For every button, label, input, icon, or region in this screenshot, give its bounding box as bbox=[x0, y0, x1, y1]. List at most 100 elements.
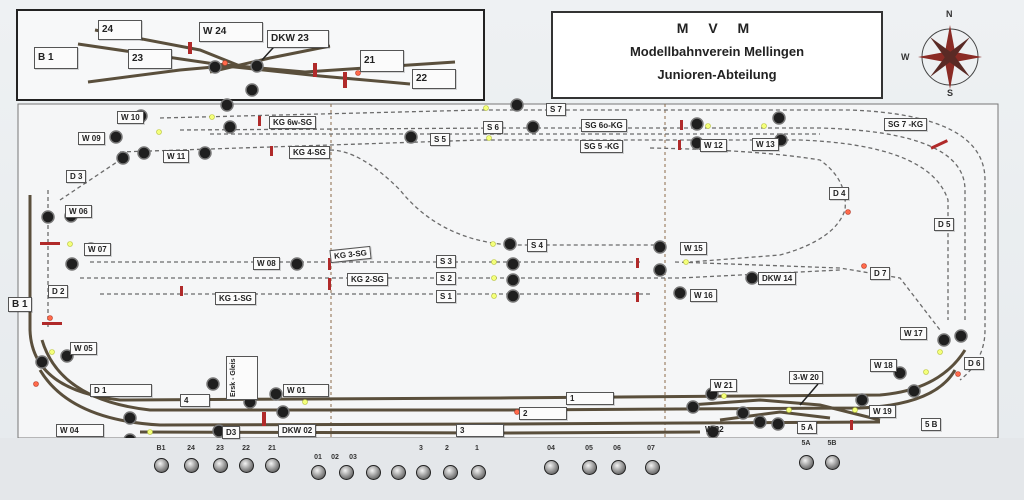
toggle-switch-5b[interactable] bbox=[825, 455, 840, 470]
label-w13: W 13 bbox=[752, 138, 779, 151]
label-w21: W 21 bbox=[710, 379, 737, 392]
label-sg6o-kg: SG 6o-KG bbox=[581, 119, 627, 132]
compass-west-label: W bbox=[901, 52, 910, 62]
toggle-switch-1[interactable] bbox=[471, 465, 486, 480]
label-23: 23 bbox=[128, 49, 172, 69]
compass-rose bbox=[918, 25, 982, 89]
label-b1: B 1 bbox=[8, 297, 32, 312]
label-w20: 3-W 20 bbox=[789, 371, 823, 384]
label-w16: W 16 bbox=[690, 289, 717, 302]
toggle-switch-02[interactable] bbox=[339, 465, 354, 480]
compass-south-label: S bbox=[947, 88, 954, 98]
label-dkw23: DKW 23 bbox=[267, 30, 329, 48]
label-dkw14: DKW 14 bbox=[758, 272, 797, 285]
knob-label-22: 22 bbox=[242, 445, 250, 452]
knob-label-5b: 5B bbox=[827, 440, 837, 447]
label-w06: W 06 bbox=[65, 205, 92, 218]
label-s5: S 5 bbox=[430, 133, 451, 146]
label-sg5-kg: SG 5 -KG bbox=[580, 140, 624, 153]
knob-label-01: 01 bbox=[314, 454, 322, 461]
label-d6: D 6 bbox=[964, 357, 985, 370]
knob-label-5a: 5A bbox=[801, 440, 811, 447]
label-w07: W 07 bbox=[84, 243, 111, 256]
label-d3: D 3 bbox=[66, 170, 87, 183]
knob-label-3: 3 bbox=[419, 445, 423, 452]
knob-label-21: 21 bbox=[268, 445, 276, 452]
label-21: 21 bbox=[360, 50, 404, 72]
label-5a: 5 A bbox=[797, 421, 818, 434]
label-kg4-sg: KG 4-SG bbox=[289, 146, 330, 159]
club-title-box: M V M Modellbahnverein Mellingen Juniore… bbox=[551, 11, 883, 99]
label-d1: D 1 bbox=[90, 384, 152, 397]
knob-label-04: 04 bbox=[547, 445, 555, 452]
toggle-switch-21[interactable] bbox=[265, 458, 280, 473]
label-w01: W 01 bbox=[283, 384, 329, 397]
label-22: 22 bbox=[412, 69, 456, 89]
label-ersatz-gleis: Ersk - Gleis bbox=[226, 356, 258, 400]
knob-label-1: 1 bbox=[475, 445, 479, 452]
w20-pointer bbox=[799, 383, 819, 406]
label-w19: W 19 bbox=[869, 405, 896, 418]
label-d2: D 2 bbox=[48, 285, 69, 298]
signal-bars bbox=[40, 42, 949, 430]
knob-label-03: 03 bbox=[349, 454, 357, 461]
toggle-switch-23[interactable] bbox=[213, 458, 228, 473]
club-abbreviation: M V M bbox=[676, 20, 758, 36]
toggle-switch-spare[interactable] bbox=[391, 465, 406, 480]
label-d4: D 4 bbox=[829, 187, 850, 200]
label-d03: D3 bbox=[222, 426, 241, 439]
toggle-switch-24[interactable] bbox=[184, 458, 199, 473]
label-w18: W 18 bbox=[870, 359, 897, 372]
rotary-switch-05[interactable] bbox=[582, 460, 597, 475]
label-dkw02: DKW 02 bbox=[278, 424, 317, 437]
knob-label-2: 2 bbox=[445, 445, 449, 452]
label-w22: W 22 bbox=[705, 425, 724, 434]
knob-label-b1: B1 bbox=[156, 445, 166, 452]
label-s6: S 6 bbox=[483, 121, 504, 134]
label-s4: S 4 bbox=[527, 239, 548, 252]
label-w08: W 08 bbox=[253, 257, 280, 270]
label-4: 4 bbox=[180, 394, 210, 407]
label-w17: W 17 bbox=[900, 327, 927, 340]
bottom-strip bbox=[0, 438, 1024, 500]
label-w09: W 09 bbox=[78, 132, 105, 145]
label-sg7-kg: SG 7 -KG bbox=[884, 118, 928, 131]
label-3: 3 bbox=[456, 424, 504, 437]
rotary-switch-06[interactable] bbox=[611, 460, 626, 475]
toggle-switch-2[interactable] bbox=[443, 465, 458, 480]
toggle-switch-3[interactable] bbox=[416, 465, 431, 480]
knob-label-05: 05 bbox=[585, 445, 593, 452]
label-s3: S 3 bbox=[436, 255, 457, 268]
label-w15: W 15 bbox=[680, 242, 707, 255]
label-s7: S 7 bbox=[546, 103, 567, 116]
label-2: 2 bbox=[519, 407, 567, 420]
rotary-switch-04[interactable] bbox=[544, 460, 559, 475]
toggle-switch-03[interactable] bbox=[366, 465, 381, 480]
label-kg1-sg: KG 1-SG bbox=[215, 292, 256, 305]
label-w24: W 24 bbox=[199, 22, 263, 42]
green-leds bbox=[49, 105, 943, 435]
club-department: Junioren-Abteilung bbox=[657, 67, 777, 82]
knob-label-07: 07 bbox=[647, 445, 655, 452]
label-kg6w-sg: KG 6w-SG bbox=[269, 116, 317, 129]
label-d7: D 7 bbox=[870, 267, 891, 280]
knob-label-23: 23 bbox=[216, 445, 224, 452]
label-w12: W 12 bbox=[700, 139, 727, 152]
label-w10: W 10 bbox=[117, 111, 144, 124]
label-w04: W 04 bbox=[56, 424, 104, 437]
label-s2: S 2 bbox=[436, 272, 457, 285]
label-1: 1 bbox=[566, 392, 614, 405]
club-name: Modellbahnverein Mellingen bbox=[629, 44, 805, 59]
label-b1-top: B 1 bbox=[34, 47, 78, 69]
rotary-switch-07[interactable] bbox=[645, 460, 660, 475]
compass-north-label: N bbox=[946, 9, 953, 19]
toggle-switch-22[interactable] bbox=[239, 458, 254, 473]
toggle-switch-5a[interactable] bbox=[799, 455, 814, 470]
toggle-switch-01[interactable] bbox=[311, 465, 326, 480]
knob-label-02: 02 bbox=[331, 454, 339, 461]
label-24: 24 bbox=[98, 20, 142, 40]
label-s1: S 1 bbox=[436, 290, 457, 303]
label-5b: 5 B bbox=[921, 418, 942, 431]
toggle-switch-b1[interactable] bbox=[154, 458, 169, 473]
